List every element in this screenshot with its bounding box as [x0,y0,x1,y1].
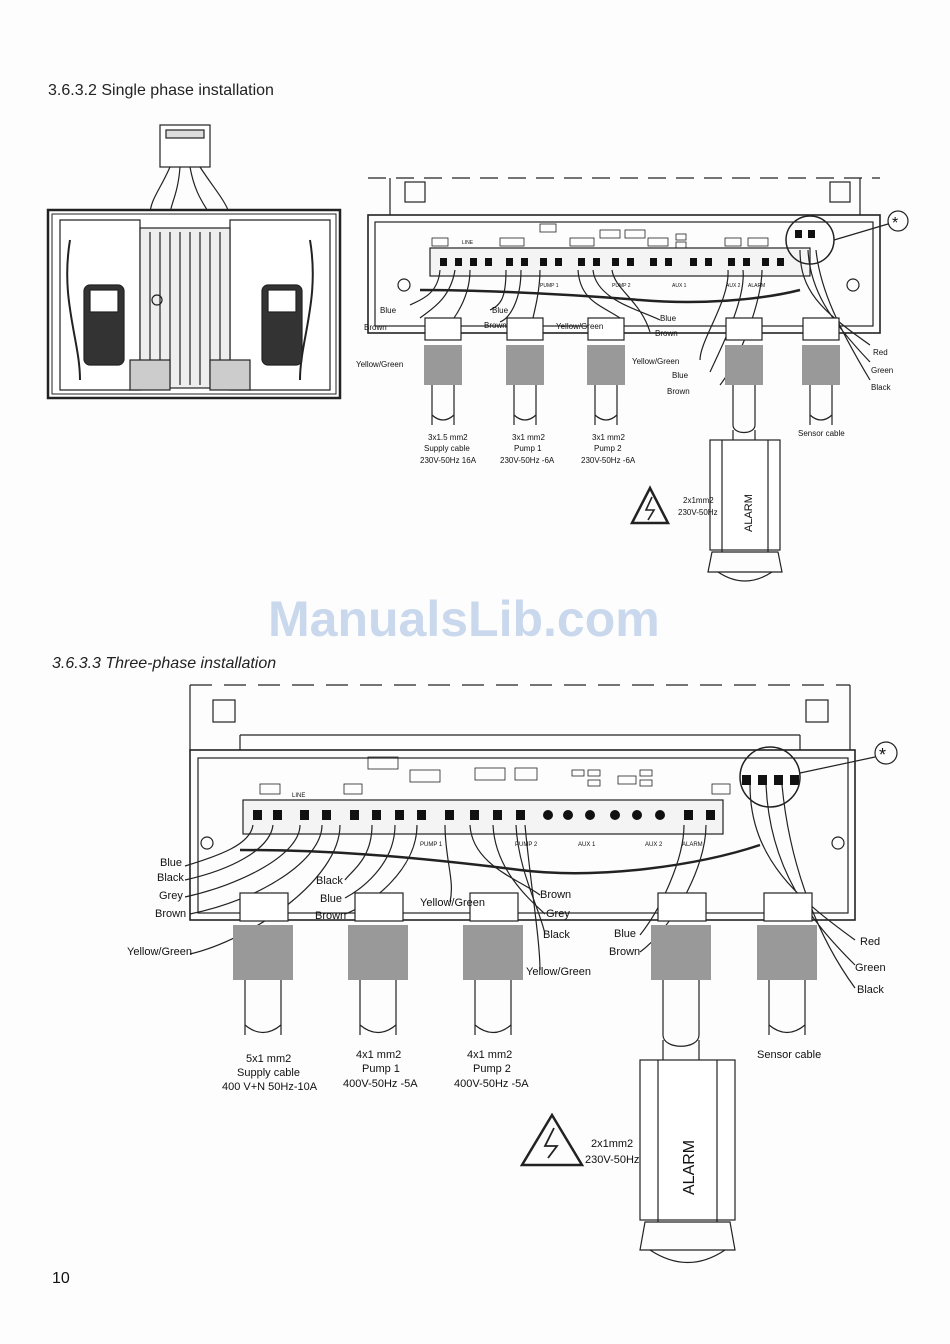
wire-label: Blue [160,857,182,869]
terminal-label: PUMP 2 [515,842,538,848]
terminal-label: AUX 2 [645,842,663,848]
wire-label: Brown [540,889,571,901]
alarm-spec: 230V-50Hz [678,508,718,517]
star-callout: * [892,215,898,232]
alarm-label: ALARM [681,1140,698,1195]
cable-spec: 400 V+N 50Hz-10A [222,1081,318,1093]
wire-label: Green [855,962,886,974]
terminal-label: ALARM [748,283,765,289]
alarm-spec: 2x1mm2 [591,1138,633,1150]
terminal-label: PUMP 1 [420,842,443,848]
terminal-label: LINE [462,240,474,246]
alarm-device-single [629,424,783,582]
wire-label: Yellow/Green [420,897,485,909]
alarm-spec: 2x1mm2 [683,496,714,505]
wire-label: Blue [660,314,677,323]
wire-label: Grey [546,908,570,920]
alarm-spec: 230V-50Hz [585,1154,639,1166]
cable-spec: Supply cable [237,1067,300,1079]
labels-single: Blue Brown Yellow/Green Blue Brown Yello… [356,215,898,532]
cable-spec: 4x1 mm2 [356,1049,401,1061]
wire-label: Brown [155,908,186,920]
cable-spec: 400V-50Hz -5A [343,1078,418,1090]
cable-spec: 3x1 mm2 [512,433,545,442]
wire-label: Brown [655,329,678,338]
wire-label: Blue [320,893,342,905]
labels-three: Blue Black Grey Brown Yellow/Green Black… [127,745,886,1195]
wire-label: Black [857,984,884,996]
control-box-single [367,177,909,582]
cable-glands-single [424,317,840,425]
wire-label: Black [871,383,892,392]
section-heading-single-phase: 3.6.3.2 Single phase installation [48,82,274,99]
wire-label: Black [543,929,570,941]
wire-label: Yellow/Green [556,322,603,331]
terminal-label: ALARM [682,842,703,848]
alarm-device-three [519,1034,736,1264]
cable-spec: Sensor cable [798,429,845,438]
cable-spec: 5x1 mm2 [246,1053,291,1065]
wire-label: Black [316,875,343,887]
wire-label: Black [157,872,184,884]
wire-label: Yellow/Green [526,966,591,978]
cable-spec: Pump 1 [362,1063,400,1075]
cable-spec: Pump 1 [514,444,542,453]
wire-label: Red [873,348,888,357]
cable-spec: Sensor cable [757,1049,821,1061]
wire-label: Blue [672,371,689,380]
terminal-label: PUMP 1 [540,283,559,289]
wire-label: Grey [159,890,183,902]
wire-label: Blue [492,306,509,315]
watermark: ManualsLib.com [268,591,660,647]
terminal-label: PUMP 2 [612,283,631,289]
wire-label: Red [860,936,880,948]
wire-label: Brown [609,946,640,958]
wire-label: Brown [315,910,346,922]
terminal-label: AUX 2 [726,283,741,289]
cable-spec: 230V-50Hz -6A [581,456,636,465]
pump-station-drawing [46,124,342,400]
wire-label: Yellow/Green [356,360,403,369]
terminal-label: LINE [292,793,305,799]
page-number: 10 [52,1270,70,1287]
cable-spec: Supply cable [424,444,470,453]
cable-spec: 230V-50Hz -6A [500,456,555,465]
cable-glands-three [233,892,817,1035]
cable-spec: Pump 2 [594,444,622,453]
wire-label: Blue [614,928,636,940]
control-box-three [184,684,898,1264]
alarm-label: ALARM [743,494,755,532]
wire-label: Yellow/Green [127,946,192,958]
star-callout: * [879,745,886,765]
wire-label: Blue [380,306,397,315]
wire-label: Green [871,366,893,375]
cable-spec: 3x1 mm2 [592,433,625,442]
terminal-label: AUX 1 [672,283,687,289]
cable-spec: Pump 2 [473,1063,511,1075]
wire-label: Brown [364,323,387,332]
cable-spec: 4x1 mm2 [467,1049,512,1061]
wire-label: Brown [484,321,507,330]
section-heading-three-phase: 3.6.3.3 Three-phase installation [52,655,277,672]
wire-label: Brown [667,387,690,396]
terminal-label: AUX 1 [578,842,596,848]
cable-spec: 400V-50Hz -5A [454,1078,529,1090]
wire-label: Yellow/Green [632,357,679,366]
cable-spec: 230V-50Hz 16A [420,456,477,465]
cable-spec: 3x1.5 mm2 [428,433,468,442]
